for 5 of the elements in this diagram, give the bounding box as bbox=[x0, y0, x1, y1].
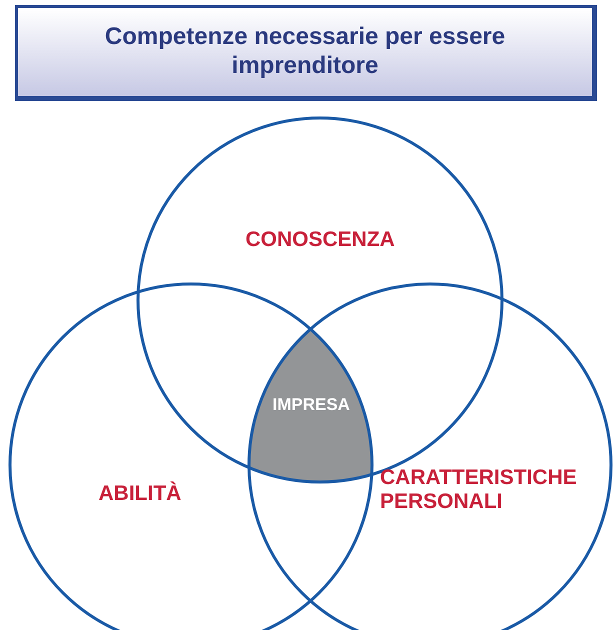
circle-label: CONOSCENZA bbox=[246, 228, 395, 252]
title-banner: Competenze necessarie per essere imprenditore bbox=[15, 5, 597, 101]
intersection-label: IMPRESA bbox=[272, 395, 350, 415]
circle-label: ABILITÀ bbox=[98, 482, 182, 506]
circle-label: CARATTERISTICHE PERSONALI bbox=[380, 466, 578, 514]
